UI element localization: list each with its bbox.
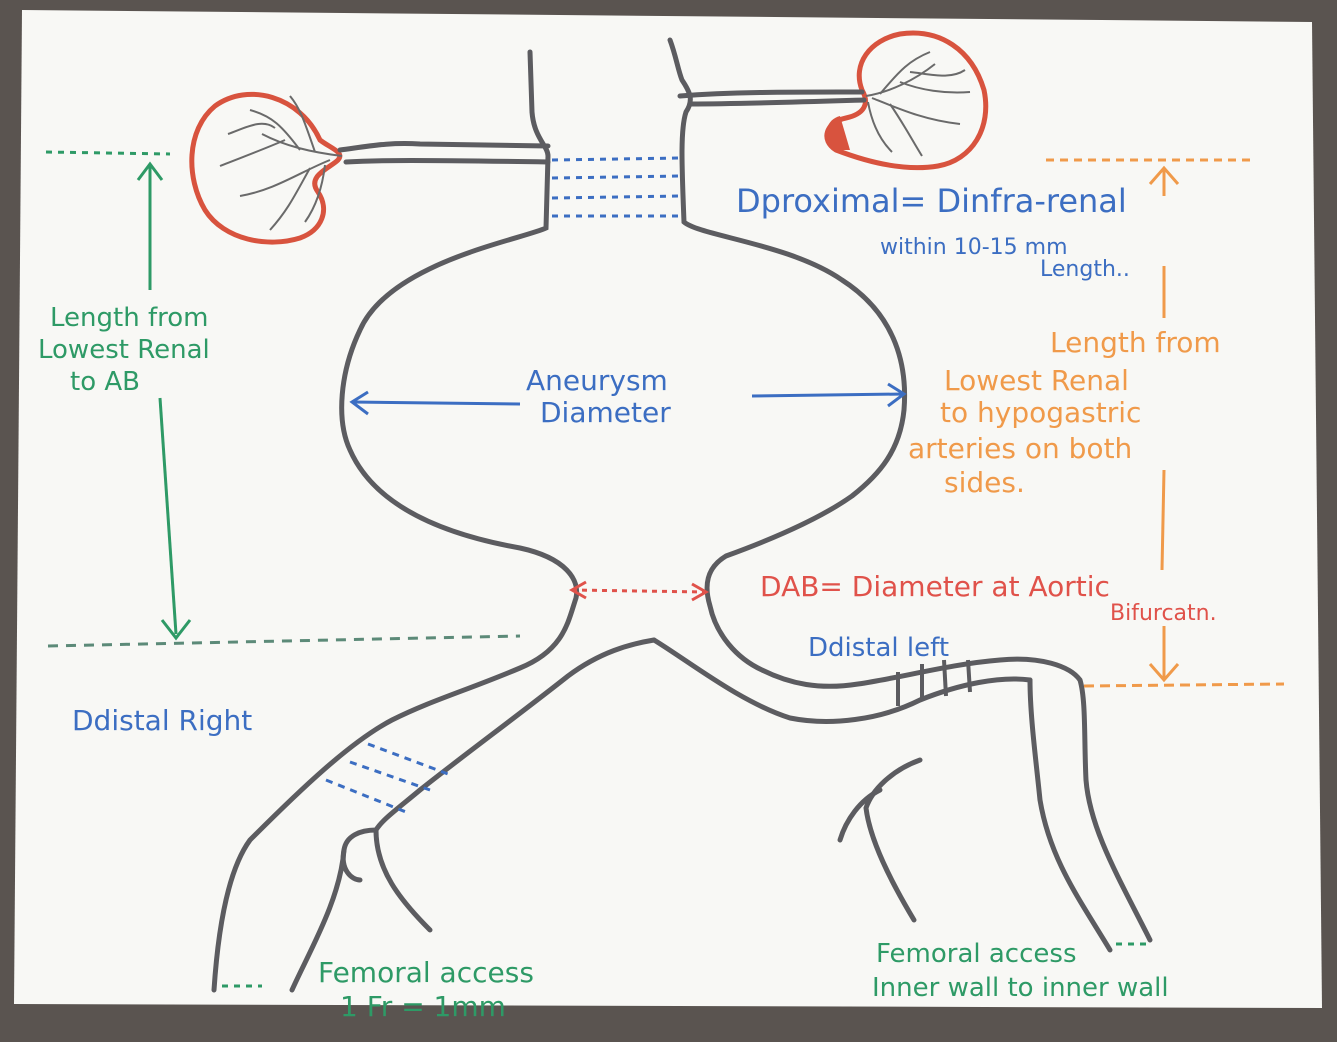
aneurysm-label-line1: Aneurysm — [526, 364, 668, 397]
distal-left-label: Ddistal left — [808, 633, 949, 663]
femoral-left-line1: Femoral access — [876, 939, 1076, 969]
dab-label-line2: Bifurcatn. — [1110, 601, 1217, 626]
d-proximal-label: Dproximal= Dinfra-renal — [736, 182, 1127, 220]
aneurysm-label-line2: Diameter — [540, 396, 671, 429]
orange-label-line4: arteries on both — [908, 432, 1132, 465]
femoral-right-line1: Femoral access — [318, 956, 534, 989]
orange-label-line3: to hypogastric — [940, 396, 1141, 429]
orange-label-line1: Length from — [1050, 326, 1221, 359]
distal-right-label: Ddistal Right — [72, 704, 252, 737]
green-length-line3: to AB — [70, 367, 140, 397]
femoral-left-line2: Inner wall to inner wall — [872, 973, 1169, 1003]
femoral-right-line2: 1 Fr = 1mm — [340, 990, 506, 1023]
green-length-line1: Length from — [50, 303, 208, 333]
green-length-line2: Lowest Renal — [38, 335, 210, 365]
orange-label-line2: Lowest Renal — [944, 364, 1129, 397]
orange-label-line5: sides. — [944, 466, 1025, 499]
length-word-label: Length.. — [1040, 257, 1130, 282]
paper-sheet — [14, 10, 1322, 1008]
dab-label: DAB= Diameter at Aortic — [760, 570, 1110, 603]
